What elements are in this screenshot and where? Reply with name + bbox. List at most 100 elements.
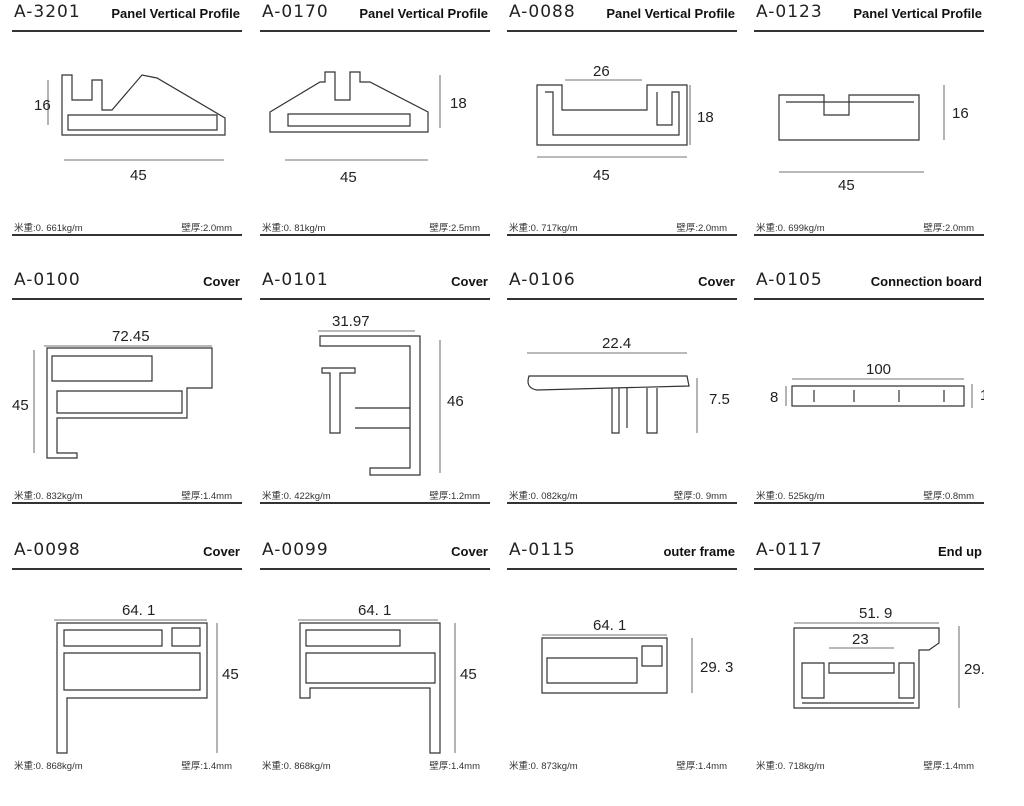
profile-outline xyxy=(813,390,945,402)
weight-per-meter: 米重:0. 082kg/m xyxy=(509,491,578,502)
profile-type: Cover xyxy=(451,544,488,559)
profile-outline xyxy=(56,622,208,754)
profile-specs: 米重:0. 832kg/m 壁厚:1.4mm xyxy=(12,486,242,504)
profile-outline xyxy=(319,335,421,476)
profile-header: A-0105 Connection board xyxy=(754,268,984,300)
profile-outline xyxy=(299,622,441,754)
profile-cross-section-drawing: 51. 9 23 29. 8 xyxy=(793,605,984,709)
profile-outline xyxy=(61,74,226,136)
profile-type: Cover xyxy=(203,274,240,289)
wall-thickness: 壁厚:1.4mm xyxy=(181,491,232,502)
dimension-label: 51. 9 xyxy=(859,605,892,622)
dimension-label: 16 xyxy=(952,105,969,122)
profile-outline xyxy=(828,662,895,674)
profile-card: A-0105 Connection board 100810 米重:0. 525kg… xyxy=(754,268,984,536)
dimension-label: 45 xyxy=(222,666,239,683)
profile-type: End up xyxy=(937,544,982,559)
dimension-label: 31.97 xyxy=(332,313,370,330)
profile-cross-section-drawing: 72.45 45 xyxy=(12,328,213,459)
dimension-label: 18 xyxy=(450,95,467,112)
profile-outline xyxy=(536,84,688,146)
profile-outline xyxy=(611,388,620,434)
profile-code: A-0170 xyxy=(262,2,329,22)
dimension-label: 45 xyxy=(130,167,147,184)
profile-header: A-0123 Panel Vertical Profile xyxy=(754,0,984,32)
wall-thickness: 壁厚:1.4mm xyxy=(676,761,727,772)
profile-code: A-0117 xyxy=(756,540,823,560)
profile-cross-section-drawing: 22.4 7.5 xyxy=(527,335,730,434)
profile-outline xyxy=(305,629,401,647)
profile-type: Panel Vertical Profile xyxy=(853,6,982,21)
profile-outline xyxy=(898,662,915,699)
weight-per-meter: 米重:0. 422kg/m xyxy=(262,491,331,502)
profile-outline xyxy=(46,347,213,459)
profile-code: A-0105 xyxy=(756,270,823,290)
weight-per-meter: 米重:0. 868kg/m xyxy=(14,761,83,772)
dimension-label: 100 xyxy=(866,361,891,378)
dimension-label: 64. 1 xyxy=(122,602,155,619)
dimension-label: 22.4 xyxy=(602,335,631,352)
profile-type: Panel Vertical Profile xyxy=(606,6,735,21)
wall-thickness: 壁厚:1.2mm xyxy=(429,491,480,502)
profile-specs: 米重:0. 81kg/m 壁厚:2.5mm xyxy=(260,218,490,236)
wall-thickness: 壁厚:2.0mm xyxy=(181,223,232,234)
profile-cross-section-drawing: 64. 1 45 xyxy=(54,602,239,754)
wall-thickness: 壁厚:1.4mm xyxy=(429,761,480,772)
profile-type: Panel Vertical Profile xyxy=(111,6,240,21)
dimension-label: 72.45 xyxy=(112,328,150,345)
profile-outline xyxy=(793,627,940,709)
wall-thickness: 壁厚:2.0mm xyxy=(676,223,727,234)
profile-code: A-0101 xyxy=(262,270,329,290)
weight-per-meter: 米重:0. 718kg/m xyxy=(756,761,825,772)
dimension-label: 18 xyxy=(697,109,714,126)
profile-outline xyxy=(287,113,411,127)
dimension-label: 64. 1 xyxy=(358,602,391,619)
profile-type: Cover xyxy=(698,274,735,289)
profile-header: A-0088 Panel Vertical Profile xyxy=(507,0,737,32)
profile-specs: 米重:0. 525kg/m 壁厚:0.8mm xyxy=(754,486,984,504)
profile-card: A-0100 Cover 72.45 45 米重:0. 832kg/m 壁厚:1.4m… xyxy=(12,268,242,536)
dimension-label: 29. 8 xyxy=(964,661,984,678)
profile-outline xyxy=(305,652,436,684)
weight-per-meter: 米重:0. 717kg/m xyxy=(509,223,578,234)
wall-thickness: 壁厚:2.0mm xyxy=(923,223,974,234)
profile-type: outer frame xyxy=(663,544,735,559)
profile-outline xyxy=(791,385,965,407)
profile-code: A-0100 xyxy=(14,270,81,290)
profile-specs: 米重:0. 868kg/m 壁厚:1.4mm xyxy=(12,756,242,772)
profile-specs: 米重:0. 873kg/m 壁厚:1.4mm xyxy=(507,756,737,772)
weight-per-meter: 米重:0. 868kg/m xyxy=(262,761,331,772)
profile-specs: 米重:0. 661kg/m 壁厚:2.0mm xyxy=(12,218,242,236)
dimension-label: 23 xyxy=(852,631,869,648)
profile-cross-section-drawing: 100810 xyxy=(770,361,984,408)
weight-per-meter: 米重:0. 699kg/m xyxy=(756,223,825,234)
profile-outline xyxy=(56,390,183,414)
dimension-label: 45 xyxy=(838,177,855,194)
dimension-label: 29. 3 xyxy=(700,659,733,676)
dimension-label: 16 xyxy=(34,97,51,114)
profile-outline xyxy=(63,652,201,691)
dimension-label: 7.5 xyxy=(709,391,730,408)
profile-outline xyxy=(641,645,663,667)
profile-outline xyxy=(545,91,680,136)
profile-outline xyxy=(626,388,658,434)
dimension-label: 46 xyxy=(447,393,464,410)
profile-cross-section-drawing: 64. 1 29. 3 xyxy=(541,617,733,694)
profile-code: A-0106 xyxy=(509,270,576,290)
profile-code: A-0098 xyxy=(14,540,81,560)
profile-outline xyxy=(527,375,690,391)
profile-outline xyxy=(541,637,668,694)
dimension-label: 45 xyxy=(12,397,29,414)
dimension-label: 64. 1 xyxy=(593,617,626,634)
